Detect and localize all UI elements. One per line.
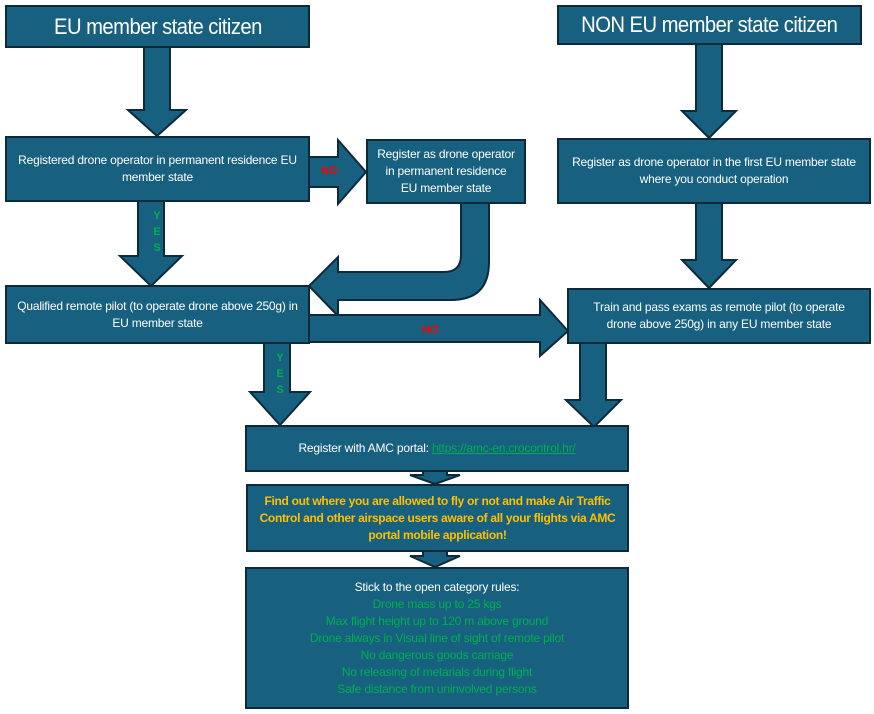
non-eu-citizen-box: NON EU member state citizen — [557, 5, 862, 45]
register-operator-residence-box: Register as drone operator in permanent … — [366, 139, 526, 204]
find-out-box: Find out where you are allowed to fly or… — [246, 484, 629, 552]
arrow-yes-qualified — [117, 200, 185, 288]
amc-register-prefix: Register with AMC portal: — [298, 441, 432, 455]
yes-letter: Y — [276, 352, 284, 364]
open-category-rules-box: Stick to the open category rules: Drone … — [245, 567, 629, 709]
arrow-no-register — [307, 137, 368, 207]
qualified-pilot-box: Qualified remote pilot (to operate drone… — [5, 285, 310, 344]
non-eu-register-operator-box: Register as drone operator in the first … — [557, 138, 871, 204]
non-eu-citizen-title: NON EU member state citizen — [581, 12, 838, 37]
amc-register-text: Register with AMC portal: https://amc-en… — [290, 440, 583, 457]
yes-letter: Y — [153, 210, 161, 222]
yes-letter: S — [276, 384, 284, 396]
arrow-no-train — [307, 297, 570, 359]
find-out-text: Find out where you are allowed to fly or… — [259, 493, 616, 542]
amc-portal-link[interactable]: https://amc-en.crocontrol.hr/ — [431, 441, 576, 455]
arrow-eu-to-registered — [125, 45, 189, 138]
rule-item: Safe distance from uninvolved persons — [337, 681, 537, 696]
eu-citizen-title: EU member state citizen — [53, 13, 262, 39]
yes-label-amc: Y E S — [273, 350, 287, 398]
arrow-amc-to-findout — [409, 470, 461, 486]
yes-letter: E — [276, 368, 284, 380]
yes-label-qualified: Y E S — [150, 208, 164, 256]
yes-letter: S — [153, 242, 161, 254]
arrow-findout-to-rules — [409, 550, 461, 569]
no-label-register: NO — [321, 165, 338, 177]
register-operator-residence-text: Register as drone operator in permanent … — [377, 147, 515, 195]
arrow-return-to-qualified — [307, 202, 490, 319]
rule-item: No dangerous goods carriage — [360, 647, 514, 662]
arrow-register-to-train — [679, 202, 739, 290]
eu-citizen-box: EU member state citizen — [5, 5, 310, 48]
eu-registered-operator-box: Registered drone operator in permanent r… — [5, 136, 310, 202]
no-label-train: NO — [422, 324, 439, 336]
qualified-pilot-text: Qualified remote pilot (to operate drone… — [17, 298, 298, 330]
eu-registered-operator-text: Registered drone operator in permanent r… — [18, 153, 297, 184]
rules-title: Stick to the open category rules: — [354, 579, 520, 594]
arrow-train-to-amc — [563, 342, 624, 429]
arrow-noneu-to-register — [679, 43, 739, 140]
rule-item: Drone mass up to 25 kgs — [372, 596, 502, 611]
arrow-yes-amc — [247, 342, 313, 427]
train-pass-exams-box: Train and pass exams as remote pilot (to… — [567, 288, 871, 344]
rule-item: Drone always in Visual line of sight of … — [309, 630, 565, 645]
rule-item: Max flight height up to 120 m above grou… — [325, 613, 549, 628]
train-pass-exams-text: Train and pass exams as remote pilot (to… — [593, 300, 845, 331]
amc-register-box: Register with AMC portal: https://amc-en… — [245, 425, 629, 472]
yes-letter: E — [153, 226, 161, 238]
rule-item: No releasing of metarials during flight — [341, 664, 533, 679]
non-eu-register-operator-text: Register as drone operator in the first … — [572, 155, 856, 186]
